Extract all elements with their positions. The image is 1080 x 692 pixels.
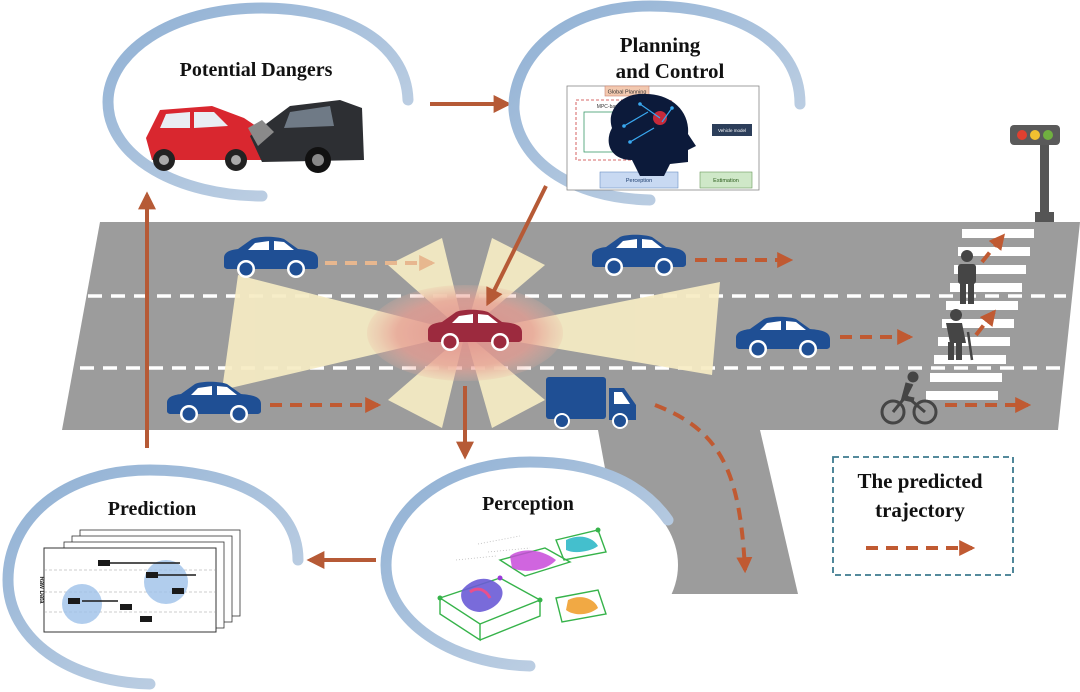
perception-node: Perception xyxy=(380,456,678,672)
sensor-cone-right xyxy=(465,282,720,375)
node-ring xyxy=(508,0,806,206)
traffic-light-icon xyxy=(1010,125,1060,222)
planning-architecture-thumbnail: Global Planning MPC-based Vehicle model … xyxy=(566,85,760,191)
node-ring xyxy=(102,2,414,202)
ai-head-image xyxy=(608,93,696,176)
raw-data-grid-image: Raw Data xyxy=(38,529,241,633)
legend-title-line2: trajectory xyxy=(875,498,965,522)
thumb-perception: Perception xyxy=(626,178,652,184)
prediction-title: Prediction xyxy=(108,498,197,520)
arrow-planning-to-ego xyxy=(486,185,548,307)
predicted-trajectories xyxy=(270,233,1032,574)
raw-data-label: Raw Data xyxy=(38,576,44,604)
potential-dangers-title: Potential Dangers xyxy=(180,59,333,81)
cyclist-icon xyxy=(880,371,938,425)
prediction-node: Prediction Raw Data xyxy=(2,464,307,690)
elderly-pedestrian-icon xyxy=(946,309,974,361)
thumb-estimation: Estimation xyxy=(713,178,739,184)
node-ring xyxy=(2,464,304,690)
legend-title-line1: The predicted xyxy=(857,469,982,493)
trajectory-pedestrian-2 xyxy=(974,309,996,337)
legend: The predicted trajectory xyxy=(832,456,1014,576)
planning-title-line1: Planning xyxy=(620,33,701,57)
perception-title: Perception xyxy=(482,493,574,515)
lidar-pointcloud-image xyxy=(437,527,607,642)
trajectory-truck xyxy=(654,403,753,574)
pipeline-arrows xyxy=(138,95,548,569)
thumb-global-planning: Global Planning xyxy=(608,90,647,96)
node-ring xyxy=(380,456,674,672)
trajectory-pedestrian-1 xyxy=(980,233,1006,264)
car-crash-image xyxy=(146,100,364,173)
crosswalk-icon xyxy=(926,229,1034,400)
thumb-vehicle-model: Vehicle model xyxy=(718,128,746,133)
potential-dangers-node: Potential Dangers xyxy=(102,2,414,202)
truck-icon xyxy=(546,377,636,429)
planning-control-node: Planning and Control Global Planning MPC… xyxy=(508,0,810,206)
planning-title-line2: and Control xyxy=(616,59,725,83)
sensor-cone-left xyxy=(222,275,465,390)
thumb-mpc: MPC-based xyxy=(597,104,624,110)
pedestrian-icon xyxy=(958,250,976,304)
legend-box xyxy=(832,456,1014,576)
